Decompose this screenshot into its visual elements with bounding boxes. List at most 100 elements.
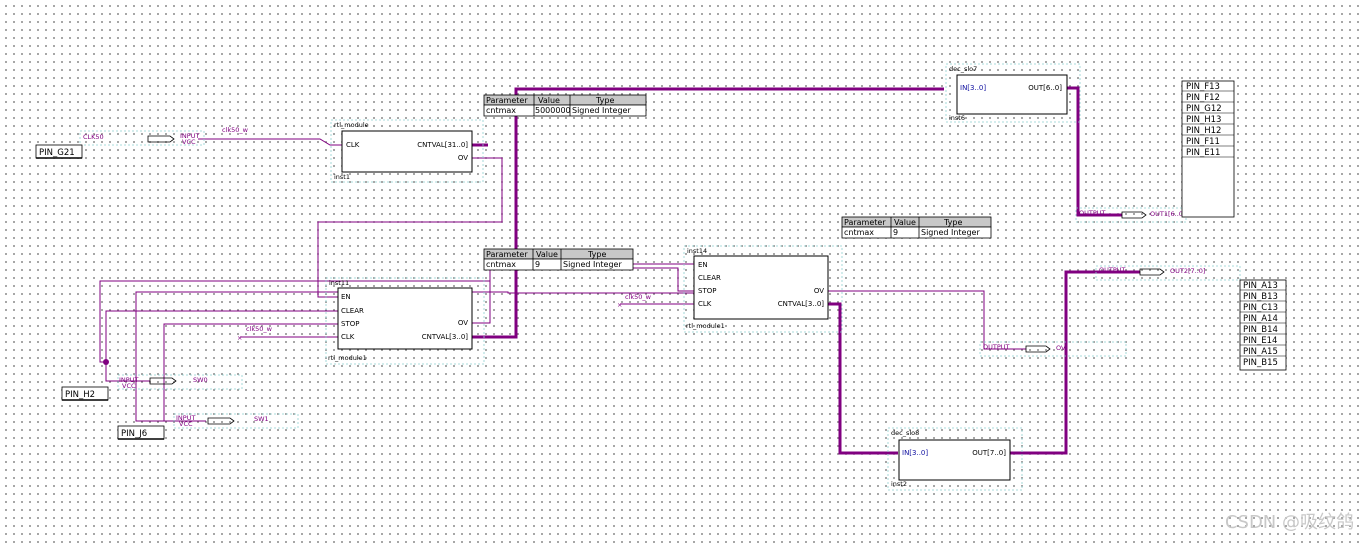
- port-stop: STOP: [698, 287, 716, 295]
- pin-list-item: PIN_A15: [1243, 347, 1278, 357]
- net-label: clk50_w: [625, 293, 652, 301]
- output-pin-symbol: [1025, 345, 1051, 353]
- no-connect-mark: ×: [237, 334, 242, 342]
- pin-list-item: PIN_H12: [1186, 126, 1221, 136]
- input-pin-symbol: [147, 135, 175, 143]
- pin-list-item: PIN_C13: [1243, 303, 1278, 313]
- wire-right-ov[interactable]: [828, 290, 1026, 350]
- net-label: clk50_w: [246, 325, 273, 333]
- wire-sw0[interactable]: [105, 362, 150, 382]
- param-header: Value: [894, 218, 916, 227]
- block-frame: [887, 427, 1023, 491]
- block-body: [956, 74, 1068, 115]
- wire-junction: [103, 359, 109, 365]
- pin-list-item: PIN_F12: [1186, 93, 1220, 103]
- param-table-3[interactable]: Parameter Value Type cntmax 9 Signed Int…: [841, 216, 992, 239]
- pin-frame: [79, 130, 205, 146]
- watermark: CSDN @吸纹鸽: [1225, 512, 1354, 533]
- param-table-1[interactable]: Parameter Value Type cntmax 5000000 Sign…: [483, 94, 647, 117]
- input-pin-symbol: [149, 377, 177, 385]
- port-out: OUT[7..0]: [972, 449, 1006, 457]
- pin-list-item: PIN_B15: [1243, 358, 1278, 368]
- input-pin-sw1[interactable]: INPUT VCC SW1: [173, 413, 299, 429]
- wire-sw0-to-mid-clear[interactable]: [105, 310, 342, 362]
- param-header: Type: [943, 218, 962, 227]
- port-out: OUT[6..0]: [1028, 84, 1062, 92]
- pin-list-out2[interactable]: PIN_A13 PIN_B13 PIN_C13 PIN_A14 PIN_B14 …: [1239, 279, 1287, 371]
- pin-frame: [1095, 265, 1241, 281]
- param-header: Parameter: [844, 218, 886, 227]
- param-type: Signed Integer: [572, 106, 631, 115]
- pin-vcc: VCC: [182, 138, 196, 146]
- output-pin-ov[interactable]: OUTPUT OV: [979, 341, 1127, 357]
- port-cntval: CNTVAL[3..0]: [422, 333, 469, 341]
- instance-label: inst2: [891, 480, 907, 488]
- port-cntval: CNTVAL[3..0]: [778, 300, 825, 308]
- bus-cnt-right-to-dec2[interactable]: [828, 302, 898, 455]
- param-type: Signed Integer: [921, 228, 980, 237]
- bus-cnt-mid-to-dec1[interactable]: [472, 87, 944, 339]
- block-rtl-module-top[interactable]: rtl_module CLK CNTVAL[31..0] OV inst1: [330, 119, 484, 183]
- param-header: Type: [587, 250, 606, 259]
- pin-assignment: PIN_G21: [39, 148, 75, 158]
- pin-frame: [979, 341, 1127, 357]
- wire-clk50[interactable]: [198, 138, 342, 146]
- port-ov: OV: [458, 319, 468, 327]
- pin-name: OUT2[7..0]: [1170, 267, 1205, 275]
- block-rtl-module1-mid[interactable]: inst11 EN CLEAR STOP CLK OV CNTVAL[3..0]…: [325, 277, 485, 365]
- pin-assign-sw0[interactable]: PIN_H2: [61, 386, 109, 401]
- block-type: rtl_module: [334, 121, 369, 129]
- param-name: cntmax: [486, 106, 516, 115]
- pin-list-item: PIN_F13: [1186, 82, 1220, 92]
- port-cntval: CNTVAL[31..0]: [417, 141, 468, 149]
- block-dec-slo8[interactable]: dec_slo8 IN[3..0] OUT[7..0] inst2: [887, 427, 1023, 491]
- wires: × ×: [99, 86, 1140, 455]
- block-body: [337, 287, 473, 350]
- param-value: 5000000: [535, 106, 571, 115]
- block-dec-slo7[interactable]: dec_slo7 IN[3..0] OUT[6..0] inst6: [945, 63, 1081, 123]
- pin-assign-clk50[interactable]: PIN_G21: [35, 144, 83, 159]
- instance-label: inst14: [687, 247, 707, 255]
- block-type: dec_slo8: [891, 429, 919, 437]
- pin-list-out1[interactable]: PIN_F13 PIN_F12 PIN_G12 PIN_H13 PIN_H12 …: [1181, 80, 1235, 218]
- pin-kind: OUTPUT: [1079, 209, 1106, 217]
- pin-kind: INPUT: [180, 132, 199, 140]
- pin-frame: [173, 413, 299, 429]
- port-in: IN[3..0]: [960, 84, 986, 92]
- pin-list-item: PIN_A14: [1243, 314, 1278, 324]
- pin-vcc: VCC: [179, 420, 193, 428]
- pin-list-item: PIN_B14: [1243, 325, 1278, 335]
- param-name: cntmax: [486, 260, 516, 269]
- output-pin-out1[interactable]: OUTPUT OUT1[6..0]: [1075, 207, 1187, 223]
- block-type: rtl_module1: [686, 322, 725, 330]
- param-value: 9: [535, 260, 540, 269]
- wire-sw1[interactable]: [135, 291, 694, 422]
- bus-dec1-out[interactable]: [1066, 86, 1122, 217]
- param-table-2[interactable]: Parameter Value Type cntmax 9 Signed Int…: [483, 248, 634, 271]
- pin-frame: [117, 374, 243, 390]
- wire-top-ov[interactable]: [317, 157, 503, 298]
- pin-vcc: VCC: [122, 382, 136, 390]
- param-header: Value: [536, 250, 558, 259]
- input-pin-symbol: [207, 417, 235, 425]
- no-connect-mark: ×: [617, 301, 622, 309]
- pin-name: SW1: [254, 415, 269, 423]
- input-pin-sw0[interactable]: INPUT VCC SW0: [117, 374, 243, 390]
- port-in: IN[3..0]: [902, 449, 928, 457]
- port-en: EN: [698, 261, 708, 269]
- bus-dec2-out[interactable]: [1010, 270, 1140, 455]
- block-rtl-module1-right[interactable]: inst14 EN CLEAR STOP CLK OV CNTVAL[3..0]…: [683, 245, 843, 333]
- input-pin-clk50[interactable]: CLK50 INPUT VCC: [79, 130, 205, 146]
- output-pin-out2[interactable]: OUTPUT OUT2[7..0]: [1095, 265, 1241, 281]
- block-frame: [330, 119, 484, 183]
- param-header: Parameter: [486, 96, 528, 105]
- pin-kind: INPUT: [119, 376, 138, 384]
- pin-assign-sw1[interactable]: PIN_J6: [117, 425, 165, 440]
- wire-sw1-stop[interactable]: [163, 323, 342, 421]
- param-type: Signed Integer: [563, 260, 622, 269]
- block-body: [898, 439, 1011, 481]
- block-body: [693, 255, 829, 320]
- port-clk: CLK: [698, 300, 712, 308]
- block-frame: [325, 277, 485, 365]
